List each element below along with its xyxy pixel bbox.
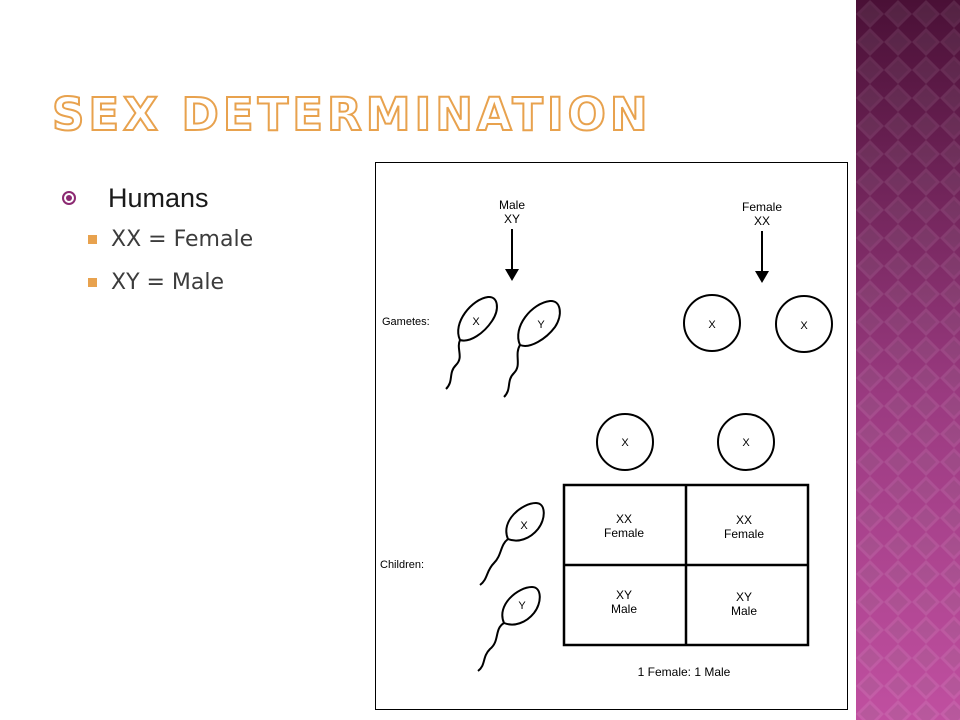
male-parent-genotype: XY bbox=[504, 212, 520, 226]
punnett-cell-sex: Female bbox=[724, 527, 764, 541]
gametes-label: Gametes: bbox=[382, 316, 430, 328]
sperm-x-icon bbox=[445, 295, 498, 390]
male-parent-sex: Male bbox=[499, 198, 525, 212]
punnett-column-header: X bbox=[742, 437, 750, 449]
sperm-x-icon bbox=[479, 501, 545, 586]
egg-cell-icon bbox=[717, 413, 775, 471]
punnett-cell-genotype: XY bbox=[616, 588, 632, 602]
sub-bullet-female: XX = Female bbox=[88, 218, 362, 261]
egg-cell-icon bbox=[775, 295, 833, 353]
square-bullet-icon bbox=[88, 278, 97, 287]
punnett-cell-sex: Male bbox=[731, 604, 757, 618]
egg-cell-icon bbox=[596, 413, 654, 471]
punnett-cell-genotype: XX bbox=[616, 512, 632, 526]
sperm-gamete-label: X bbox=[472, 316, 480, 328]
egg-gamete-label: X bbox=[800, 320, 808, 332]
egg-cell-icon bbox=[683, 294, 741, 352]
bullet-list: Humans XX = Female XY = Male bbox=[62, 178, 362, 304]
punnett-square bbox=[562, 483, 810, 647]
bullet-text: Humans bbox=[108, 182, 209, 213]
sperm-gamete-label: Y bbox=[537, 319, 545, 331]
sub-bullet-male: XY = Male bbox=[88, 261, 362, 304]
female-parent-sex: Female bbox=[742, 200, 782, 214]
punnett-column-header: X bbox=[621, 437, 629, 449]
punnett-row-header: Y bbox=[518, 600, 526, 612]
sperm-y-icon bbox=[503, 300, 561, 398]
punnett-cell-sex: Male bbox=[611, 602, 637, 616]
decorative-side-band bbox=[856, 0, 960, 720]
sub-bullet-text: XY = Male bbox=[111, 270, 225, 295]
male-arrow-icon bbox=[505, 229, 519, 281]
children-label: Children: bbox=[380, 559, 424, 571]
punnett-cell-genotype: XY bbox=[736, 590, 752, 604]
square-bullet-icon bbox=[88, 235, 97, 244]
punnett-row-header: X bbox=[520, 520, 528, 532]
female-arrow-icon bbox=[755, 231, 769, 283]
sex-determination-diagram: Male XY Female XX Gametes: X bbox=[375, 162, 848, 710]
bullet-humans: Humans bbox=[62, 178, 362, 218]
punnett-cell-genotype: XX bbox=[736, 513, 752, 527]
punnett-cell-sex: Female bbox=[604, 526, 644, 540]
slide-title: Sex Determination bbox=[51, 88, 652, 141]
egg-gamete-label: X bbox=[708, 319, 716, 331]
offspring-ratio: 1 Female: 1 Male bbox=[638, 665, 731, 679]
sub-bullet-text: XX = Female bbox=[111, 227, 254, 252]
target-bullet-icon bbox=[62, 191, 76, 205]
female-parent-genotype: XX bbox=[754, 214, 770, 228]
sperm-y-icon bbox=[477, 585, 541, 672]
